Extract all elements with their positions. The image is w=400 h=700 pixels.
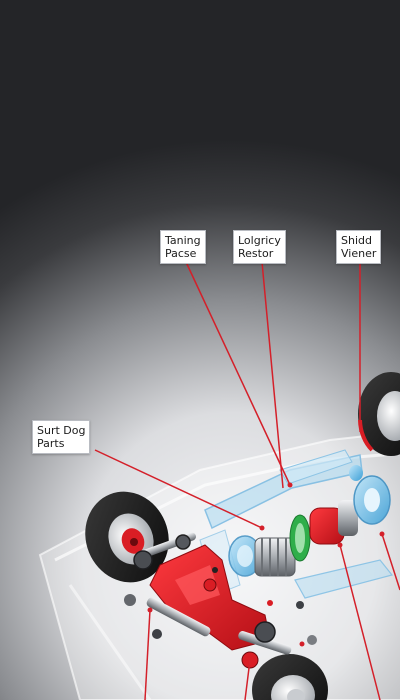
callout-text-line-2: Parts [37,437,65,450]
callout-text-line-1: Surt Dog [37,424,86,437]
leader-line-lalgricy-restor [261,261,284,489]
callout-shidd-viener: Shidd Viener [336,230,382,264]
callout-lalgricy-restor: Lolgricy Restor [233,230,286,264]
leader-line-surt-dog-parts [94,449,263,529]
callout-text-line-2: Restor [238,247,274,260]
callout-text-line-1: Taning [165,234,201,247]
leader-line-bottom-1 [144,609,151,700]
leader-line-taning-pacse [185,261,291,486]
leader-line-bottom-2 [244,659,251,700]
leader-lines [94,261,400,700]
central-drive-unit [228,465,391,577]
callout-text-line-2: Viener [341,247,377,260]
callout-text-line-1: Shidd [341,234,372,247]
callout-text-line-1: Lolgricy [238,234,281,247]
front-right-wheel [252,654,328,700]
leader-line-bottom-3 [339,544,381,700]
callout-surt-dog-parts: Surt Dog Parts [32,420,91,454]
front-drive-assembly [124,532,317,669]
leader-line-bottom-4 [381,533,400,591]
leader-dots [147,482,385,647]
rear-right-wheel [358,372,400,456]
callout-taning-pacse: Taning Pacse [160,230,206,264]
callout-text-line-2: Pacse [165,247,197,260]
